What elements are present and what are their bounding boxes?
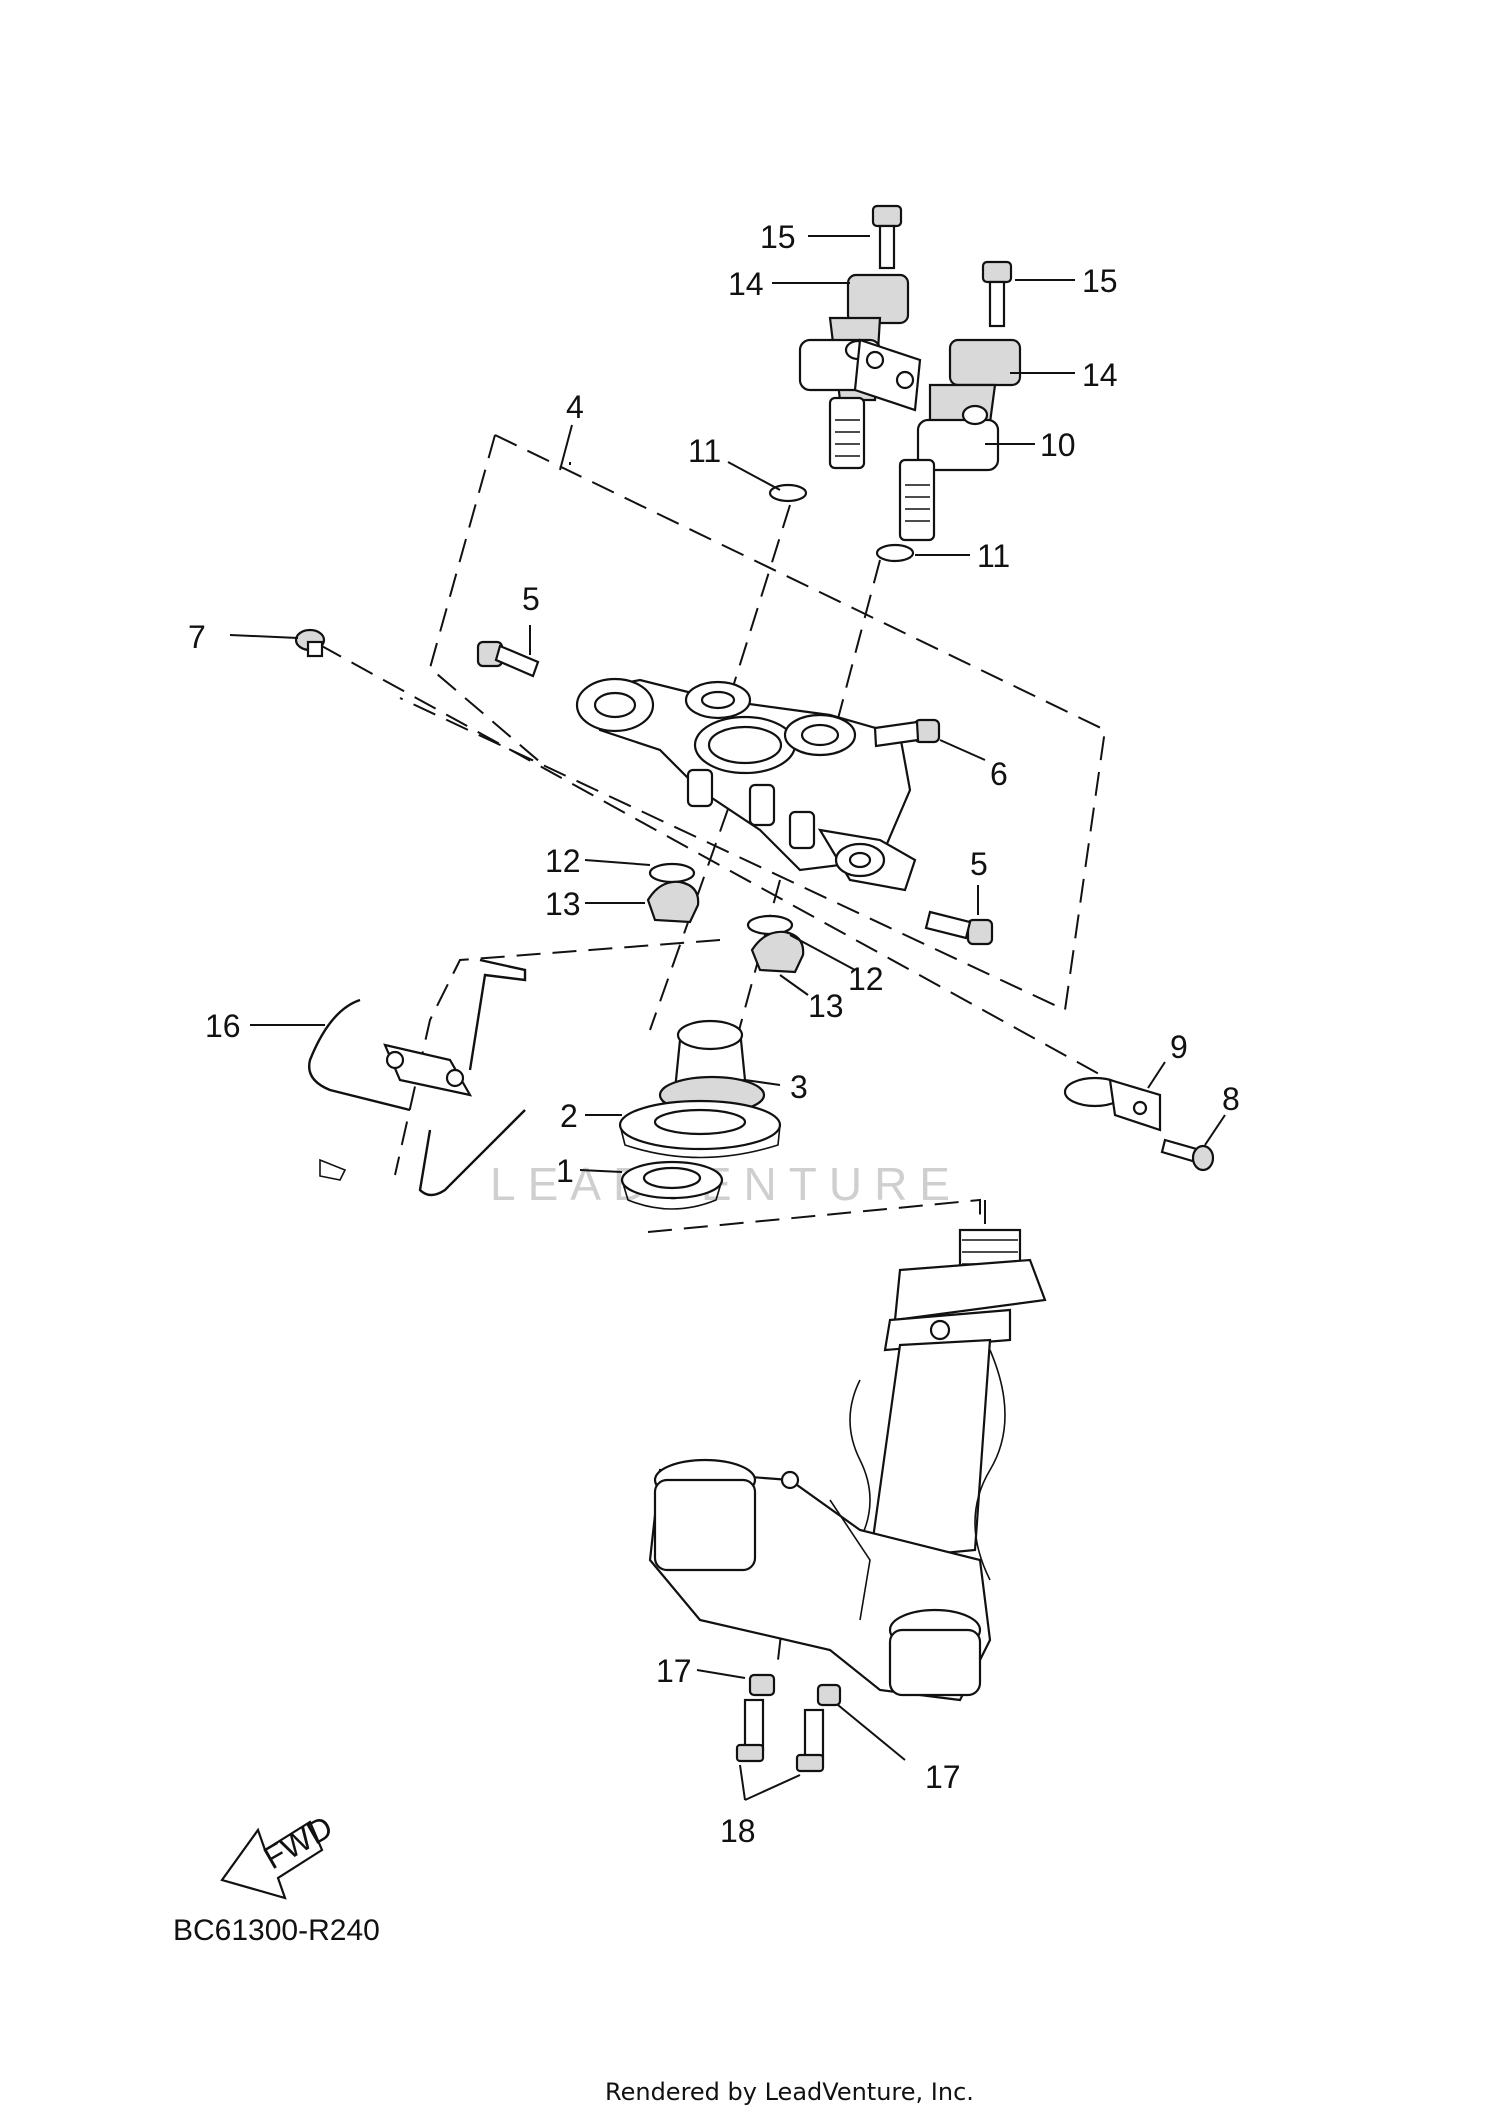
fwd-arrow-icon: FWD [220,1808,339,1900]
callout-8: 8 [1222,1081,1240,1117]
part-code: BC61300-R240 [173,1914,380,1947]
handlebar-holder-left [798,273,910,470]
cable-clamp-9 [1063,1076,1162,1132]
callout-13: 13 [545,886,581,922]
callout-3: 3 [790,1069,808,1105]
callout-6: 6 [990,756,1008,792]
nut-13-right [750,930,805,974]
dust-seal-2 [618,1099,782,1159]
holder-bolt-left [871,204,903,270]
footer-credit: Rendered by LeadVenture, Inc. [605,2078,974,2106]
upper-bracket [575,677,917,892]
washer-12-left [648,862,696,884]
holder-bolt-right [981,260,1013,328]
callout-16: 16 [205,1008,241,1044]
lower-bracket [648,1458,992,1702]
callout-1: 1 [556,1153,574,1189]
callout-labels: 15 14 15 14 4 11 10 11 7 5 6 5 12 13 12 … [188,219,1240,1849]
callout-11: 11 [977,538,1010,574]
steering-stem [849,1228,1047,1581]
leader-lines [229,235,1226,1801]
callout-4: 4 [566,389,584,425]
pinch-bolt-lower [924,910,994,946]
callout-12: 12 [545,843,581,879]
callout-13: 13 [808,988,844,1024]
callout-15: 15 [760,219,796,255]
callout-5: 5 [970,846,988,882]
nut-13-left [646,880,700,924]
callout-17: 17 [925,1759,961,1795]
pinch-bolt-upper [476,640,540,678]
callout-15: 15 [1082,263,1118,299]
callout-7: 7 [188,619,206,655]
callout-17: 17 [656,1653,692,1689]
cable-guide-16 [308,958,527,1197]
callout-18: 18 [720,1813,756,1849]
callout-14: 14 [1082,357,1118,393]
handlebar-holder-link [853,338,922,412]
handlebar-holder-right [898,338,1022,542]
cap-7 [294,628,326,658]
callout-2: 2 [560,1098,578,1134]
washer-11-right [875,543,915,563]
bracket-bolt-6 [873,718,941,748]
bearing-cover-3 [658,1019,766,1115]
upper-bracket-boundary [399,424,1107,1012]
callout-12: 12 [848,961,884,997]
callout-14: 14 [728,266,764,302]
callout-9: 9 [1170,1029,1188,1065]
callout-10: 10 [1040,427,1076,463]
callout-5: 5 [522,581,540,617]
callout-11: 11 [688,433,721,469]
clamp-bolt-8 [1160,1138,1215,1172]
bearing-1 [620,1160,724,1210]
lower-bolt-left [735,1673,776,1763]
lower-bolt-right [795,1683,842,1773]
